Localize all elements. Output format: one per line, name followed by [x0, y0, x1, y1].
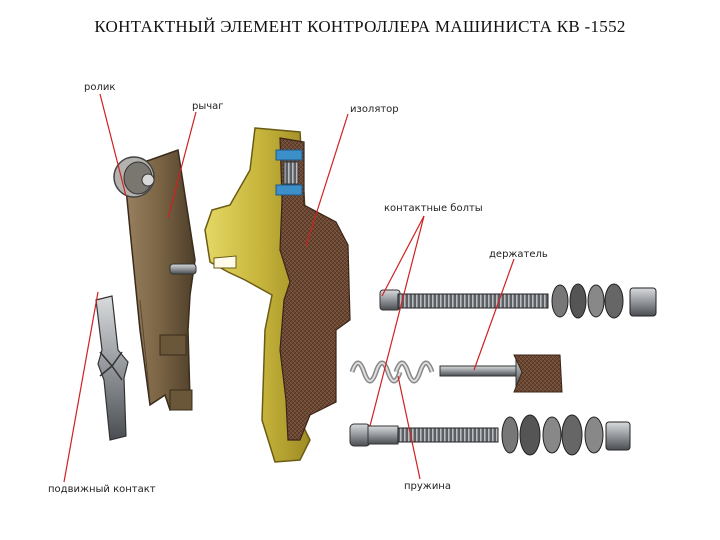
label-lever: рычаг	[192, 101, 224, 112]
page-title: КОНТАКТНЫЙ ЭЛЕМЕНТ КОНТРОЛЛЕРА МАШИНИСТА…	[94, 17, 626, 36]
label-spring: пружина	[404, 481, 451, 492]
leader-roller	[99, 93, 127, 197]
leader-lever	[167, 111, 197, 219]
leader-spring	[397, 375, 421, 480]
label-movable-contact: подвижный контакт	[48, 484, 156, 495]
leader-bolt-upper	[381, 215, 425, 297]
leader-holder	[473, 258, 515, 371]
label-insulator: изолятор	[350, 104, 399, 115]
holder	[439, 354, 563, 393]
leader-bolt-lower	[369, 215, 425, 427]
insulator	[275, 137, 351, 441]
springs	[349, 360, 435, 384]
movable-contact	[95, 295, 129, 441]
label-roller: ролик	[84, 82, 116, 93]
label-holder: держатель	[489, 249, 548, 260]
leader-insulator	[305, 113, 349, 247]
leader-lines	[63, 93, 515, 483]
lever	[123, 148, 197, 412]
contact-bolt-lower	[349, 414, 631, 456]
label-contact-bolts: контактные болты	[384, 203, 483, 214]
roller	[113, 156, 155, 198]
contact-bolt-upper	[379, 283, 657, 319]
leader-movable-contact	[63, 291, 99, 483]
